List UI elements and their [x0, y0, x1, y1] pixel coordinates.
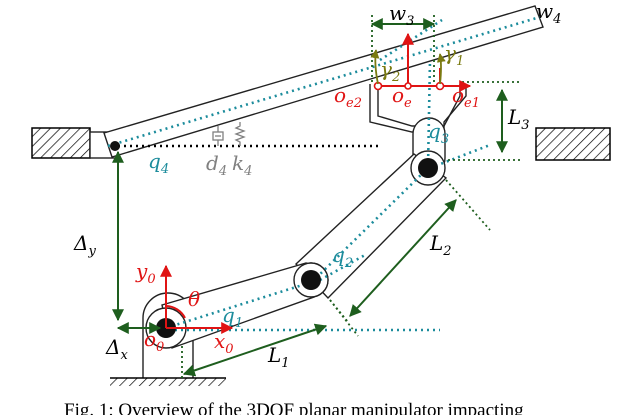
left-wall [31, 127, 119, 159]
figure-caption: Fig. 1: Overview of the 3DOF planar mani… [64, 400, 524, 415]
label-oe2: oe2 [334, 83, 362, 111]
label-L1: L1 [267, 343, 290, 371]
label-q1: q1 [222, 303, 243, 331]
label-gamma1: γ1 [444, 41, 464, 69]
label-gamma2: γ2 [380, 57, 400, 85]
label-x0: x0 [214, 329, 234, 357]
label-k4: k4 [232, 151, 252, 179]
base-frame [160, 264, 234, 334]
label-o0: o0 [144, 327, 164, 355]
label-d4: d4 [206, 151, 227, 179]
right-wall [535, 127, 611, 161]
label-theta: θ [188, 287, 200, 311]
contact-points [373, 81, 445, 91]
damper [212, 126, 224, 146]
label-w4: w4 [536, 0, 561, 27]
label-q4: q4 [148, 149, 169, 177]
label-delta-x: Δx [105, 335, 128, 363]
label-oe1: oe1 [452, 83, 480, 111]
flexible-beam [103, 5, 544, 158]
label-q3: q3 [428, 119, 449, 147]
gamma-arrows [370, 49, 446, 85]
label-delta-y: Δy [73, 231, 96, 259]
label-L3: L3 [507, 105, 530, 133]
dimension-arrows [112, 18, 508, 377]
spring [234, 122, 246, 146]
label-oe: oe [392, 83, 412, 111]
label-q2: q2 [332, 243, 353, 271]
label-w3: w3 [389, 1, 414, 29]
label-L2: L2 [429, 231, 452, 259]
labels: w3 w4 γ1 γ2 oe2 oe oe1 L3 q3 q4 d4 k4 Δy… [73, 0, 561, 371]
label-y0: y0 [135, 259, 156, 287]
